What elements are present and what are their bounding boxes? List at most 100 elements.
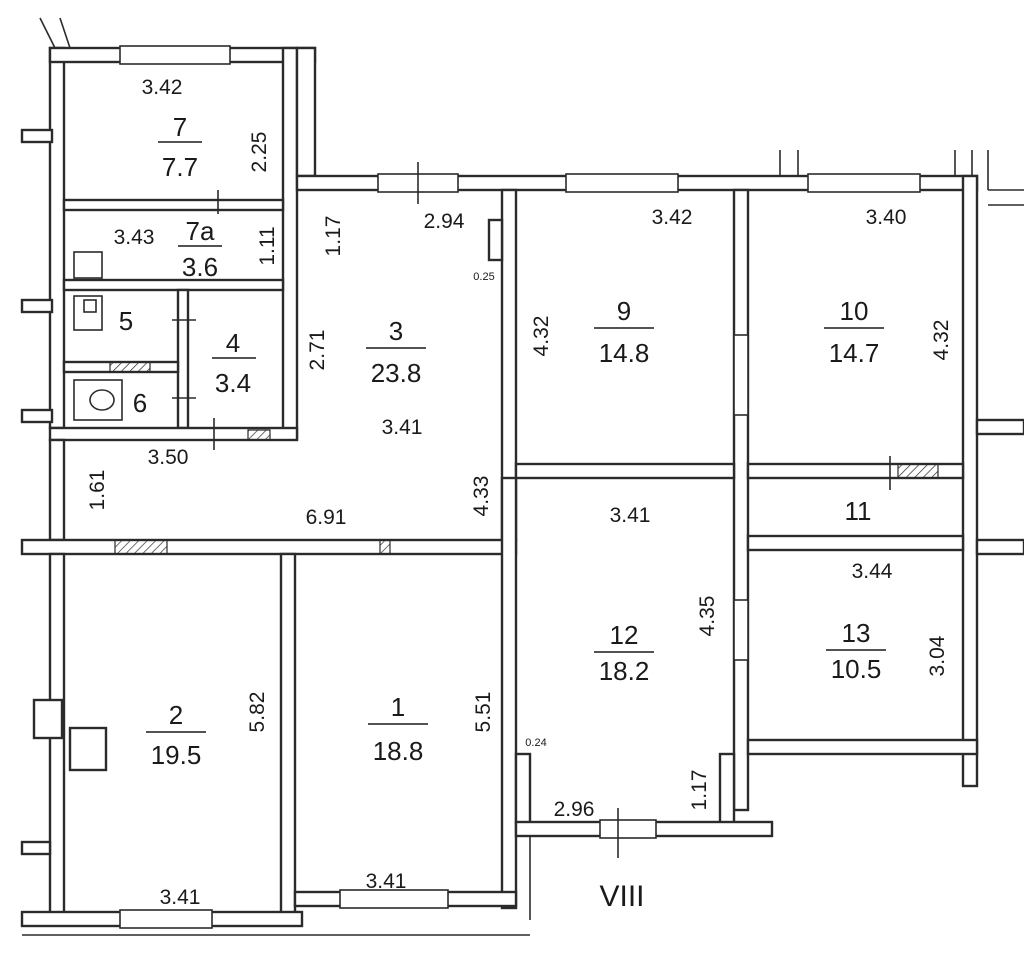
room-area: 18.8 xyxy=(373,736,424,766)
wall-7-outer xyxy=(295,46,317,178)
room-number: 4 xyxy=(226,328,240,358)
toilet-icon xyxy=(73,379,123,421)
dimension: 6.91 xyxy=(306,506,347,529)
wall-9-12 xyxy=(514,462,736,480)
wall-11-13 xyxy=(746,534,965,552)
wall-1-12 xyxy=(500,476,518,910)
dimension: 3.50 xyxy=(148,446,189,469)
wall-right-7 xyxy=(281,46,299,440)
room-number: 3 xyxy=(389,316,403,346)
dimension: 3.43 xyxy=(114,226,155,249)
wall-stub xyxy=(20,128,54,144)
wall-above-hall xyxy=(48,426,299,442)
vent xyxy=(897,463,939,479)
wall-hall-bottom xyxy=(20,538,518,556)
wall-hall-left xyxy=(48,438,66,542)
room-area: 19.5 xyxy=(151,740,202,770)
window xyxy=(599,819,657,839)
dimension-labels: 3.42 2.25 3.43 1.11 2.94 1.17 2.71 3.41 … xyxy=(86,76,953,913)
walls xyxy=(20,17,1024,936)
window xyxy=(119,909,213,929)
wall-right xyxy=(961,174,979,788)
dimension: 0.24 xyxy=(525,737,546,749)
dimension: 5.82 xyxy=(246,692,269,733)
dimension: 4.35 xyxy=(696,596,719,637)
room-number: 9 xyxy=(617,296,631,326)
wall-7-7a xyxy=(62,198,285,212)
wall-corner-top-2 xyxy=(59,17,71,49)
section-mark: VIII xyxy=(599,880,644,913)
room-area: 10.5 xyxy=(831,654,882,684)
room-number: 7a xyxy=(186,216,215,246)
wall-1-2 xyxy=(279,552,297,916)
wall-pier xyxy=(487,218,504,262)
dimension: 2.96 xyxy=(554,798,595,821)
dimension: 3.40 xyxy=(866,206,907,229)
window xyxy=(339,889,449,909)
dimension: 0.25 xyxy=(473,271,494,283)
room-number: 13 xyxy=(842,618,871,648)
room-area: 18.2 xyxy=(599,656,650,686)
window xyxy=(119,45,231,65)
dimension: 3.41 xyxy=(366,870,407,893)
column xyxy=(68,726,108,772)
room-number: 6 xyxy=(133,388,147,418)
room-area: 14.7 xyxy=(829,338,880,368)
dimension: 4.33 xyxy=(470,476,493,517)
dimension: 3.41 xyxy=(382,416,423,439)
room-area: 14.8 xyxy=(599,338,650,368)
room-area: 7.7 xyxy=(162,152,198,182)
dimension: 3.42 xyxy=(652,206,693,229)
dimension: 4.32 xyxy=(930,320,953,361)
door-opening xyxy=(733,599,749,661)
dimension: 5.51 xyxy=(472,692,495,733)
toilet-bowl-icon xyxy=(89,389,115,411)
wall-5-4 xyxy=(176,288,190,430)
vent xyxy=(379,539,391,555)
vent xyxy=(109,361,151,373)
wall-stub xyxy=(20,840,52,856)
wall-pier-12 xyxy=(514,752,532,826)
wall-7a-5 xyxy=(62,278,285,292)
dimension: 1.61 xyxy=(86,470,109,511)
wall-stub xyxy=(975,418,1024,436)
room-number: 12 xyxy=(610,620,639,650)
wall-stub xyxy=(20,408,54,424)
room-number: 10 xyxy=(840,296,869,326)
fixtures xyxy=(73,162,891,858)
dimension: 3.41 xyxy=(160,886,201,909)
window xyxy=(807,173,921,193)
room-area: 23.8 xyxy=(371,358,422,388)
wall-corner-top xyxy=(39,17,56,49)
vent xyxy=(114,539,168,555)
room-number: 2 xyxy=(169,700,183,730)
wall-pier-12b xyxy=(718,752,736,826)
wall-stub xyxy=(20,298,54,314)
door-opening xyxy=(733,334,749,416)
room-number: 7 xyxy=(173,112,187,142)
dimension: 1.17 xyxy=(322,216,345,257)
wall-13-bottom xyxy=(746,738,979,756)
sink-icon xyxy=(73,251,103,279)
room-labels: 7 7.7 7a 3.6 5 6 4 3.4 3 23.8 9 14.8 10 … xyxy=(119,112,886,770)
dimension: 2.25 xyxy=(248,132,271,173)
window xyxy=(565,173,679,193)
dimension: 1.11 xyxy=(256,226,279,265)
dimension: 2.71 xyxy=(306,330,329,371)
room-number: 1 xyxy=(391,692,405,722)
vent xyxy=(247,429,271,441)
bathtub-icon xyxy=(73,295,103,331)
wall-9-10 xyxy=(732,188,750,812)
dimension: 3.04 xyxy=(926,635,949,676)
column xyxy=(32,698,64,740)
wall-left-top xyxy=(48,46,66,430)
room-number: 5 xyxy=(119,306,133,336)
wall-stub xyxy=(975,538,1024,556)
room-number: 11 xyxy=(845,496,872,526)
dimension: 3.42 xyxy=(142,76,183,99)
tap-icon xyxy=(83,299,97,313)
room-area: 3.6 xyxy=(182,252,218,282)
room-area: 3.4 xyxy=(215,368,251,398)
dimension: 4.32 xyxy=(530,316,553,357)
